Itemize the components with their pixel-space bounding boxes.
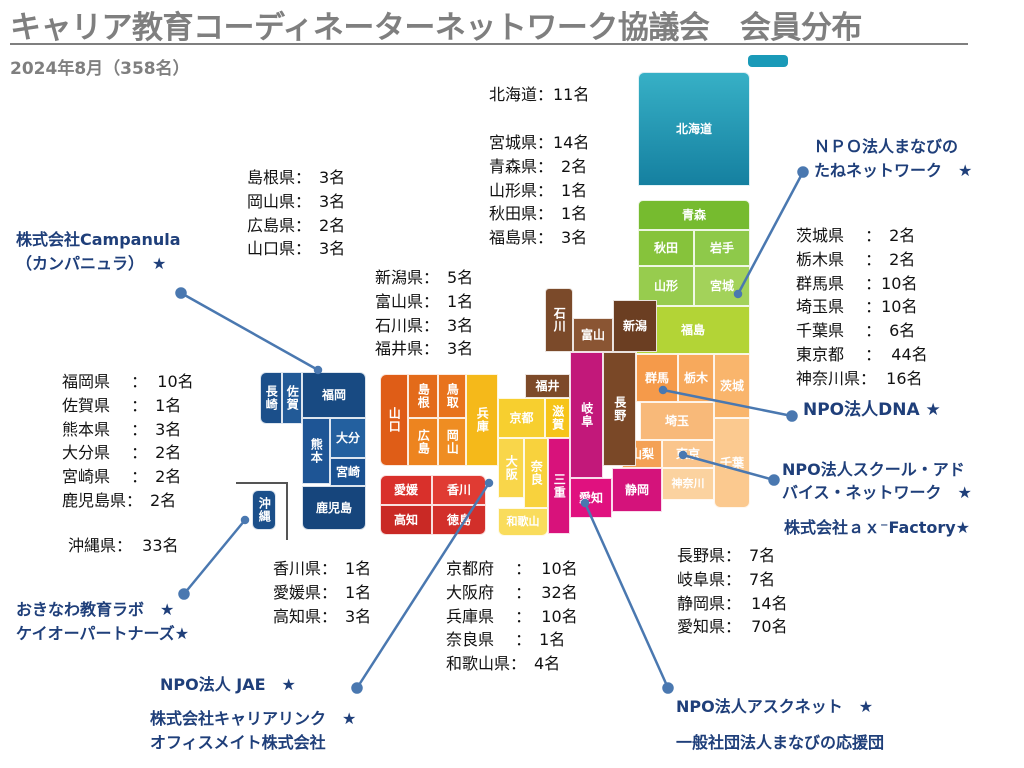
count-chubu: 長野県： 7名 岐阜県： 7名 静岡県： 14名 愛知県： 70名 — [677, 546, 788, 637]
org-campanula-line1[interactable]: 株式会社Campanula — [16, 230, 181, 249]
pref-miyagi[interactable]: 宮城 — [694, 266, 750, 306]
pref-toyama[interactable]: 富山 — [573, 318, 613, 352]
leader-tane — [736, 171, 805, 295]
pref-nagano[interactable]: 長野 — [603, 352, 636, 466]
org-jae[interactable]: NPO法人 JAE ★ — [160, 675, 296, 694]
pref-iwate[interactable]: 岩手 — [694, 230, 750, 266]
org-tane-line2[interactable]: たねネットワーク ★ — [814, 161, 973, 180]
leader-jae — [355, 482, 491, 689]
pref-kagoshima[interactable]: 鹿児島 — [302, 486, 366, 530]
pref-ehime[interactable]: 愛媛 — [380, 475, 432, 505]
pref-kumamoto[interactable]: 熊本 — [302, 418, 330, 484]
count-kanto: 茨城県 ： 2名 栃木県 ： 2名 群馬県 ：10名 埼玉県 ：10名 千葉県 … — [796, 226, 928, 388]
count-chugoku: 島根県： 3名 岡山県： 3名 広島県： 2名 山口県： 3名 — [247, 168, 346, 259]
leader-campanula — [180, 291, 319, 372]
pref-gunma[interactable]: 群馬 — [636, 354, 678, 402]
pref-oita[interactable]: 大分 — [330, 418, 366, 458]
pref-hyogo[interactable]: 兵庫 — [466, 374, 498, 466]
hokkaido-tip — [748, 55, 788, 67]
org-ax-factory[interactable]: 株式会社ａｘ⁻Factory★ — [784, 518, 971, 537]
pref-fukuoka[interactable]: 福岡 — [302, 372, 366, 418]
org-dna[interactable]: NPO法人DNA ★ — [803, 400, 941, 420]
pref-kochi[interactable]: 高知 — [380, 505, 432, 535]
org-manabi-ouen[interactable]: 一般社団法人まなびの応援団 — [676, 733, 885, 752]
leader-school — [682, 453, 775, 482]
count-tohoku: 宮城県：14名 青森県： 2名 山形県： 1名 秋田県： 1名 福島県： 3名 — [489, 133, 590, 248]
org-school-line2[interactable]: バイス・ネットワーク ★ — [782, 483, 972, 502]
count-hokkaido: 北海道：11名 — [489, 85, 590, 104]
pref-tottori[interactable]: 鳥取 — [438, 374, 466, 418]
pref-ishikawa[interactable]: 石川 — [545, 288, 573, 352]
leader-asknet — [583, 502, 670, 689]
count-hokuriku: 新潟県： 5名 富山県： 1名 石川県： 3名 福井県： 3名 — [375, 268, 474, 359]
pref-miyazaki[interactable]: 宮崎 — [330, 458, 366, 486]
okinawa-inset-border-v — [286, 482, 288, 540]
pref-akita[interactable]: 秋田 — [638, 230, 694, 266]
pref-niigata[interactable]: 新潟 — [613, 300, 657, 352]
pref-fukui[interactable]: 福井 — [525, 374, 570, 398]
org-career-link[interactable]: 株式会社キャリアリンク ★ — [150, 709, 357, 728]
okinawa-inset-border — [236, 482, 288, 484]
org-school-line1[interactable]: NPO法人スクール・アド — [782, 460, 965, 479]
pref-yamaguchi[interactable]: 山口 — [380, 374, 408, 466]
leader-dna — [662, 388, 793, 418]
org-tane-line1[interactable]: ＮＰＯ法人まなびの — [814, 137, 959, 156]
org-ask-net[interactable]: NPO法人アスクネット ★ — [676, 697, 874, 716]
leader-okinawa — [183, 519, 246, 595]
pref-hiroshima[interactable]: 広島 — [408, 418, 438, 466]
pref-aomori[interactable]: 青森 — [638, 200, 750, 230]
title-underline — [10, 43, 968, 45]
pref-shizuoka[interactable]: 静岡 — [612, 468, 662, 512]
pref-kanagawa[interactable]: 神奈川 — [662, 468, 714, 500]
org-okinawa-lab[interactable]: おきなわ教育ラボ ★ — [16, 600, 175, 619]
pref-mie[interactable]: 三重 — [548, 438, 570, 534]
pref-osaka[interactable]: 大阪 — [498, 438, 524, 498]
org-kei-o-partners[interactable]: ケイオーパートナーズ★ — [16, 624, 190, 643]
pref-hokkaido[interactable]: 北海道 — [638, 72, 750, 186]
pref-nara[interactable]: 奈良 — [524, 438, 548, 508]
pref-okayama[interactable]: 岡山 — [438, 418, 466, 466]
page-subtitle: 2024年8月（358名） — [10, 59, 190, 79]
pref-wakayama[interactable]: 和歌山 — [498, 508, 548, 536]
pref-tochigi[interactable]: 栃木 — [678, 354, 714, 402]
pref-nagasaki[interactable]: 長崎 — [260, 372, 282, 424]
pref-saitama[interactable]: 埼玉 — [640, 402, 714, 440]
pref-kyoto[interactable]: 京都 — [498, 398, 545, 438]
count-shikoku: 香川県： 1名 愛媛県： 1名 高知県： 3名 — [273, 559, 372, 626]
pref-yamagata[interactable]: 山形 — [638, 266, 694, 306]
pref-saga[interactable]: 佐賀 — [282, 372, 302, 424]
count-kyushu: 福岡県 ： 10名 佐賀県 ： 1名 熊本県 ： 3名 大分県 ： 2名 宮崎県… — [62, 372, 194, 510]
pref-gifu[interactable]: 岐阜 — [570, 352, 603, 478]
org-campanula-line2[interactable]: （カンパニュラ） ★ — [16, 254, 167, 273]
count-kinki: 京都府 ： 10名 大阪府 ： 32名 兵庫県 ： 10名 奈良県 ： 1名 和… — [446, 559, 578, 674]
page-title: キャリア教育コーディネーターネットワーク協議会 会員分布 — [10, 10, 862, 46]
pref-shiga[interactable]: 滋賀 — [545, 398, 570, 438]
org-office-mate[interactable]: オフィスメイト株式会社 — [150, 733, 326, 752]
pref-okinawa[interactable]: 沖縄 — [252, 490, 276, 530]
count-okinawa: 沖縄県： 33名 — [68, 536, 179, 555]
pref-shimane[interactable]: 島根 — [408, 374, 438, 418]
